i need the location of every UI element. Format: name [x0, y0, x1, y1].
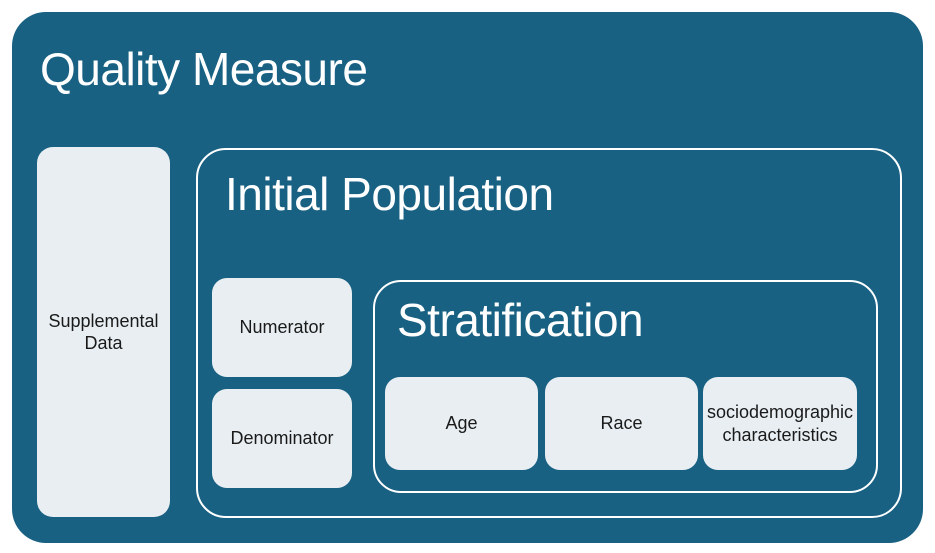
- initial-population-title: Initial Population: [225, 168, 554, 220]
- stratification-item-age: Age: [385, 377, 538, 470]
- stratification-title: Stratification: [397, 294, 644, 346]
- denominator-box: Denominator: [212, 389, 352, 488]
- supplemental-data-label: Supplemental Data: [48, 310, 159, 354]
- numerator-box: Numerator: [212, 278, 352, 377]
- numerator-label: Numerator: [239, 317, 325, 338]
- stratification-item-sociodemographic: sociodemographic characteristics: [703, 377, 857, 470]
- race-label: Race: [600, 413, 643, 434]
- stratification-item-race: Race: [545, 377, 698, 470]
- supplemental-data-box: Supplemental Data: [37, 147, 170, 517]
- stratification-container: Stratification Age Race sociodemographic…: [373, 280, 878, 493]
- initial-population-container: Initial Population Numerator Denominator…: [196, 148, 902, 518]
- quality-measure-title: Quality Measure: [40, 43, 368, 95]
- age-label: Age: [445, 413, 478, 434]
- sociodemographic-label: sociodemographic characteristics: [706, 402, 854, 445]
- denominator-label: Denominator: [230, 428, 334, 449]
- quality-measure-container: Quality Measure Supplemental Data Initia…: [12, 12, 923, 543]
